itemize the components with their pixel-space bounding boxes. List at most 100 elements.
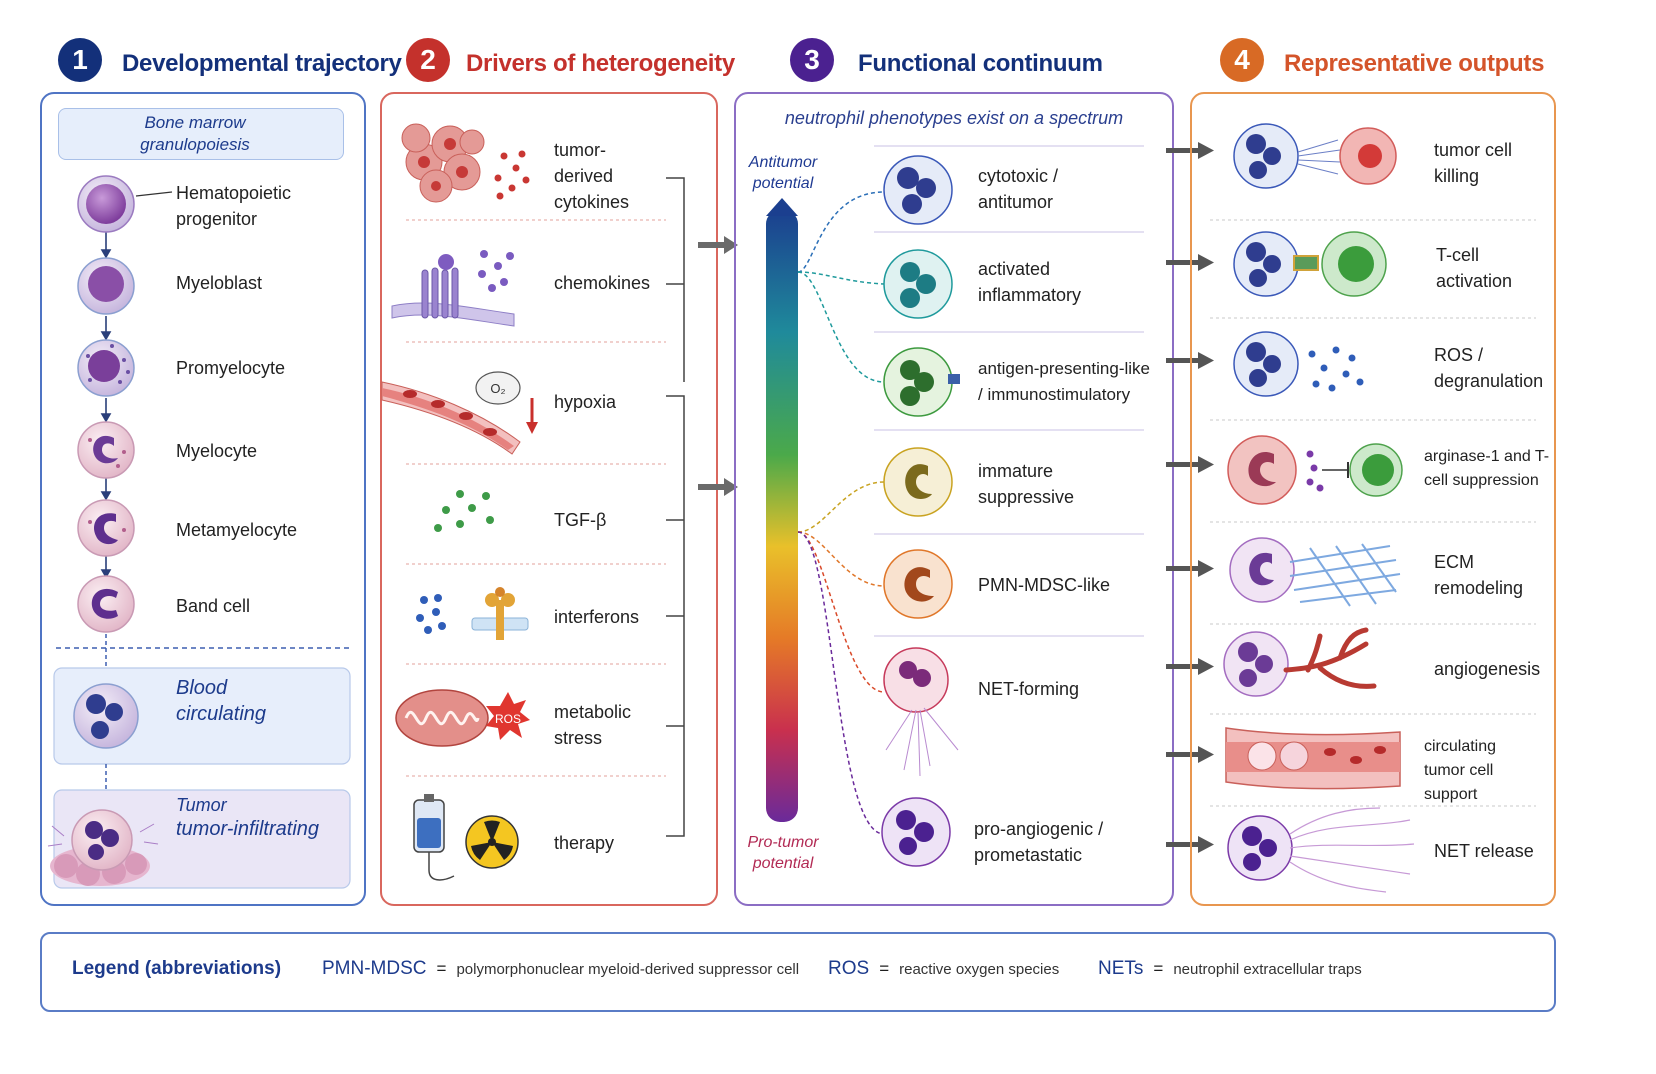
driver-therapy: therapy (554, 833, 615, 853)
activated-inflammatory-neutrophil (883, 249, 953, 319)
legend-item-pmn-mdsc: PMN-MDSC = polymorphonuclear myeloid-der… (322, 958, 799, 980)
section-1-number: 1 (58, 38, 102, 82)
legend-abbr: PMN-MDSC (322, 958, 427, 979)
legend-abbr: ROS (828, 958, 870, 979)
myeloblast-cell (77, 257, 135, 315)
hematopoietic-progenitor-cell (77, 175, 173, 233)
output-ecm-remodeling: ECM remodeling (1434, 552, 1524, 598)
output-t-cell-activation: T-cell activation (1436, 245, 1513, 291)
ros-degranulation-illustration (1233, 331, 1364, 397)
drivers-drawing: O₂ ROS (381, 123, 738, 881)
driver-hypoxia: hypoxia (554, 392, 617, 412)
pro-angiogenic-neutrophil (881, 797, 951, 867)
legend-equals: = (436, 959, 447, 978)
legend-desc: reactive oxygen species (899, 961, 1060, 978)
blood-label: Blood circulating (176, 677, 267, 725)
stage-label-promyelocyte: Promyelocyte (176, 358, 286, 378)
ros-burst-text: ROS (495, 712, 521, 726)
driver-chemokines: chemokines (554, 273, 651, 293)
antitumor-label: Antitumor potential (748, 154, 818, 192)
section-2-number: 2 (406, 38, 450, 82)
stage-label-band-cell: Band cell (176, 596, 251, 616)
protumor-label: Pro-tumor potential (747, 834, 819, 872)
driver-tgf-beta: TGF-β (554, 510, 607, 530)
stage-label-myeloblast: Myeloblast (176, 273, 263, 293)
driver-metabolic-stress: metabolic stress (554, 702, 632, 748)
phenotype-label-antigen-presenting: antigen-presenting-like / immunostimulat… (978, 359, 1150, 404)
phenotype-label-activated: activated inflammatory (978, 259, 1082, 305)
legend-item-ros: ROS = reactive oxygen species (828, 958, 1059, 980)
promyelocyte-cell (77, 339, 135, 397)
angiogenesis-illustration (1223, 627, 1377, 697)
trajectory-drawing (47, 175, 352, 889)
t-cell-activation-illustration (1233, 231, 1387, 297)
output-tumor-cell-killing: tumor cell killing (1434, 140, 1513, 186)
tgf-beta-icon (434, 490, 494, 532)
bone-marrow-box (58, 108, 344, 160)
output-net-release: NET release (1434, 841, 1534, 861)
hypoxia-vessel-icon: O₂ (381, 371, 538, 455)
cytotoxic-neutrophil (883, 155, 953, 225)
output-arrows (1166, 142, 1214, 853)
section-2-title: Drivers of heterogeneity (466, 50, 735, 77)
bone-marrow-label: Bone marrow granulopoiesis (140, 113, 250, 154)
tumor-infiltrating-label: tumor-infiltrating (176, 818, 320, 840)
metamyelocyte-cell (77, 499, 135, 557)
output-angiogenesis: angiogenesis (1434, 659, 1541, 679)
outputs-panel (1190, 92, 1556, 906)
mitochondrion-icon: ROS (395, 689, 530, 747)
section-4-number: 4 (1220, 38, 1264, 82)
tumor-killing-illustration (1233, 123, 1397, 189)
continuum-panel (734, 92, 1174, 906)
legend-item-nets: NETs = neutrophil extracellular traps (1098, 958, 1362, 980)
output-arginase: arginase-1 and T-cell suppression (1424, 448, 1550, 489)
trajectory-panel (40, 92, 366, 906)
legend-title: Legend (abbreviations) (72, 958, 282, 979)
oxygen-symbol: O₂ (490, 381, 505, 396)
legend-desc: neutrophil extracellular traps (1173, 961, 1362, 978)
phenotype-label-pro-angiogenic: pro-angiogenic / prometastatic (974, 819, 1104, 865)
legend-equals: = (1153, 959, 1164, 978)
outputs-drawing (1210, 123, 1536, 893)
continuum-drawing (766, 145, 1144, 835)
antigen-presenting-neutrophil (883, 347, 960, 417)
driver-interferons: interferons (554, 607, 640, 627)
ecm-remodeling-illustration (1229, 537, 1401, 607)
stage-label-myelocyte: Myelocyte (176, 441, 258, 461)
stage-label-progenitor: Hematopoietic progenitor (176, 183, 292, 229)
phenotype-label-pmn-mdsc: PMN-MDSC-like (978, 575, 1110, 595)
output-ctc-support: circulating tumor cell support (1424, 738, 1497, 803)
phenotype-label-net-forming: NET-forming (978, 679, 1080, 699)
output-ros-degranulation: ROS / degranulation (1434, 345, 1544, 391)
legend-desc: polymorphonuclear myeloid-derived suppre… (456, 961, 800, 978)
drivers-panel (380, 92, 718, 906)
continuum-subtitle: neutrophil phenotypes exist on a spectru… (784, 108, 1124, 128)
ctc-support-illustration (1225, 727, 1401, 790)
section-3-title: Functional continuum (858, 50, 1103, 77)
stage-label-metamyelocyte: Metamyelocyte (176, 520, 298, 540)
myelocyte-cell (77, 421, 135, 479)
antitumor-protumor-spectrum-bar (766, 198, 798, 822)
driver-tumor-cytokines: tumor-derived cytokines (554, 140, 630, 212)
arginase-suppression-illustration (1227, 435, 1403, 505)
interferon-receptor-icon (416, 587, 529, 640)
phenotype-label-immature: immature suppressive (978, 461, 1075, 507)
tumor-infiltrating-neutrophil (47, 809, 159, 886)
legend-equals: = (879, 959, 890, 978)
tumor-heading: Tumor (176, 795, 227, 815)
legend-box (40, 932, 1556, 1012)
immature-suppressive-neutrophil (883, 447, 953, 517)
blood-neutrophil (73, 683, 139, 749)
phenotype-cells (881, 155, 960, 867)
pmn-mdsc-neutrophil (883, 549, 953, 619)
section-3-number: 3 (790, 38, 834, 82)
legend-abbr: NETs (1098, 958, 1144, 979)
phenotype-label-cytotoxic: cytotoxic / antitumor (978, 166, 1059, 212)
band-cell (77, 575, 135, 633)
section-4-title: Representative outputs (1284, 50, 1545, 77)
tumor-cluster-icon (401, 123, 530, 203)
chemokine-receptor-icon (391, 250, 515, 327)
section-1-title: Developmental trajectory (122, 50, 402, 77)
therapy-icon (413, 794, 519, 881)
net-forming-neutrophil (883, 647, 959, 777)
